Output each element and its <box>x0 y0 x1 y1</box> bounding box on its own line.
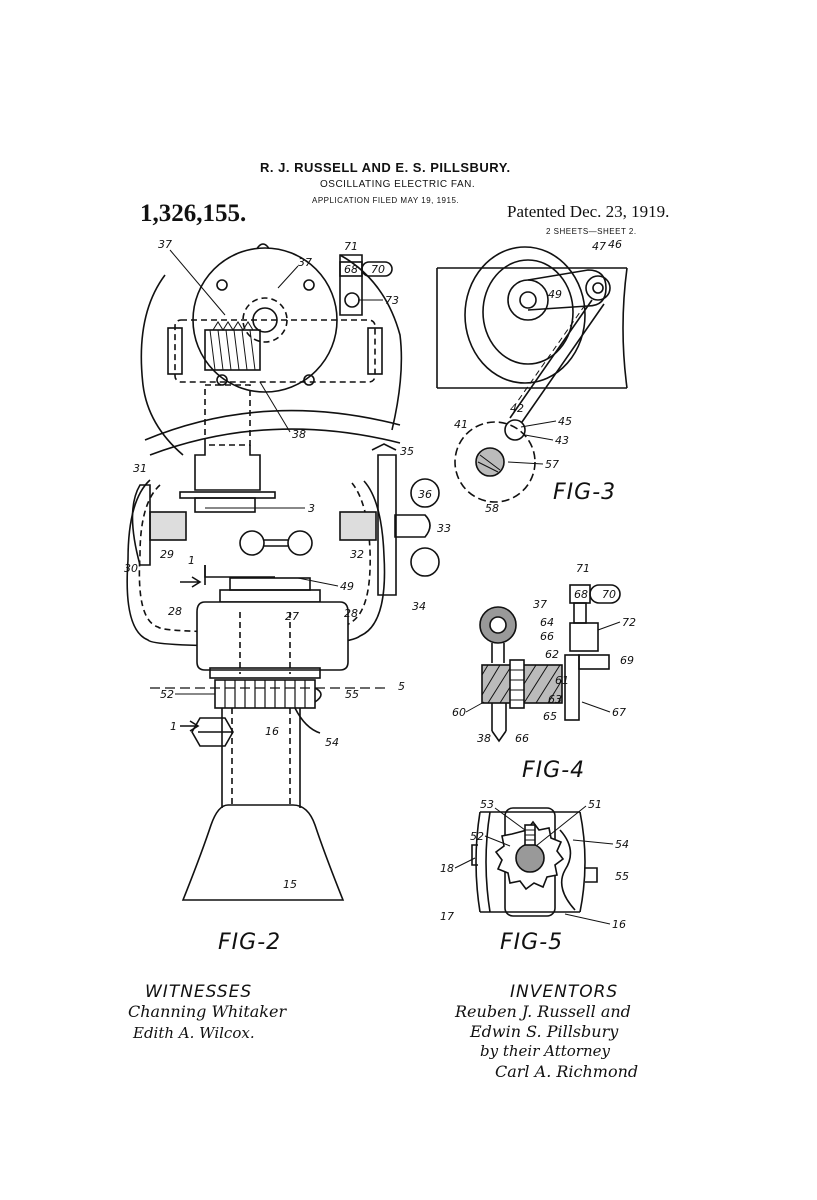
ref-label: 35 <box>400 445 414 458</box>
ref-label: 43 <box>555 434 569 447</box>
ref-label: 70 <box>371 263 385 276</box>
ref-label: 71 <box>576 562 590 575</box>
ref-label: 62 <box>545 648 559 661</box>
ref-label: 17 <box>440 910 454 923</box>
inventors-label: INVENTORS <box>510 982 619 1002</box>
ref-label: 28 <box>344 607 358 620</box>
ref-label: 55 <box>345 688 359 701</box>
ref-label: 53 <box>480 798 494 811</box>
inventor-names: R. J. RUSSELL AND E. S. PILLSBURY. <box>260 160 511 175</box>
ref-label: 49 <box>548 288 562 301</box>
ref-label: 42 <box>510 402 524 415</box>
ref-label: 41 <box>454 418 468 431</box>
attorney-signature: Carl A. Richmond <box>495 1062 639 1081</box>
ref-label: 5 <box>398 680 405 693</box>
ref-label: 63 <box>548 693 562 706</box>
inventor-signature: Reuben J. Russell and <box>455 1002 631 1021</box>
ref-label: 68 <box>574 588 588 601</box>
ref-label: 38 <box>477 732 491 745</box>
witness-signature: Channing Whitaker <box>128 1002 287 1021</box>
ref-label: 37 <box>298 256 312 269</box>
inventor-signature: Edwin S. Pillsbury <box>470 1022 619 1041</box>
figure-5-drawing <box>471 807 598 917</box>
ref-label: 37 <box>533 598 547 611</box>
witnesses-label: WITNESSES <box>145 982 253 1002</box>
patent-title: OSCILLATING ELECTRIC FAN. <box>320 179 476 190</box>
ref-label: 27 <box>285 610 299 623</box>
ref-label: 52 <box>470 830 484 843</box>
ref-label: 15 <box>283 878 297 891</box>
ref-label: 49 <box>340 580 354 593</box>
ref-label: 37 <box>158 238 172 251</box>
figure-caption: FIG-5 <box>500 930 564 955</box>
ref-label: 47 <box>592 240 606 253</box>
ref-label: 29 <box>160 548 174 561</box>
ref-label: 16 <box>612 918 626 931</box>
ref-label: 30 <box>124 562 138 575</box>
ref-label: 71 <box>344 240 358 253</box>
ref-label: 54 <box>325 736 339 749</box>
ref-label: 51 <box>588 798 602 811</box>
ref-label: 36 <box>418 488 432 501</box>
ref-label: 31 <box>133 462 147 475</box>
figure-3-drawing <box>436 246 628 503</box>
application-filed: APPLICATION FILED MAY 19, 1915. <box>312 196 460 205</box>
attorney-line: by their Attorney <box>480 1042 610 1060</box>
ref-label: 65 <box>543 710 557 723</box>
ref-label: 72 <box>622 616 636 629</box>
ref-label: 73 <box>385 294 399 307</box>
figure-caption: FIG-3 <box>553 480 617 505</box>
ref-label: 32 <box>350 548 364 561</box>
ref-label: 66 <box>540 630 554 643</box>
ref-label: 3 <box>308 502 315 515</box>
figure-2-drawing <box>126 243 440 901</box>
figure-caption: FIG-2 <box>218 930 282 955</box>
patent-number: 1,326,155. <box>140 200 247 227</box>
ref-label: 64 <box>540 616 554 629</box>
ref-label: 45 <box>558 415 572 428</box>
ref-label: 38 <box>292 428 306 441</box>
ref-label: 57 <box>545 458 559 471</box>
ref-label: 28 <box>168 605 182 618</box>
ref-label: 18 <box>440 862 454 875</box>
ref-label: 1 <box>170 720 177 733</box>
sheet-count: 2 SHEETS—SHEET 2. <box>546 227 637 236</box>
figure-caption: FIG-4 <box>522 758 586 783</box>
ref-label: 54 <box>615 838 629 851</box>
ref-label: 33 <box>437 522 451 535</box>
ref-label: 68 <box>344 263 358 276</box>
figure-4-drawing <box>479 584 621 743</box>
ref-label: 55 <box>615 870 629 883</box>
ref-label: 69 <box>620 654 634 667</box>
ref-label: 46 <box>608 238 622 251</box>
witness-signature: Edith A. Wilcox. <box>133 1024 255 1042</box>
ref-label: 1 <box>188 554 195 567</box>
ref-label: 66 <box>515 732 529 745</box>
patented-date: Patented Dec. 23, 1919. <box>507 202 670 221</box>
ref-label: 67 <box>612 706 626 719</box>
ref-label: 16 <box>265 725 279 738</box>
ref-label: 34 <box>412 600 426 613</box>
ref-label: 58 <box>485 502 499 515</box>
ref-label: 70 <box>602 588 616 601</box>
ref-label: 61 <box>555 674 569 687</box>
ref-label: 60 <box>452 706 466 719</box>
ref-label: 52 <box>160 688 174 701</box>
